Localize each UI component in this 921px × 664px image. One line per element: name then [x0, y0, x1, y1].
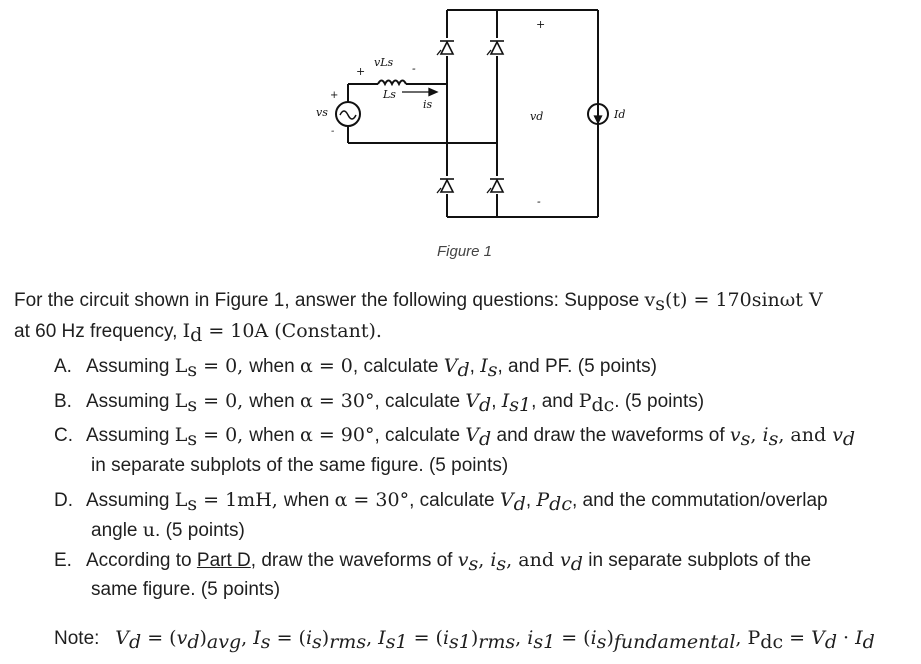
question-d: D.Assuming Ls = 1mH, when α = 30°, calcu… [54, 489, 828, 515]
label-vd-plus: + [536, 18, 545, 31]
label-vd: vd [530, 110, 543, 123]
label-vd-minus: - [537, 195, 541, 208]
thyristor-icon [436, 38, 455, 56]
thyristor-icon [486, 38, 505, 56]
question-c-line-2: in separate subplots of the same figure.… [91, 455, 509, 476]
thyristor-icon [486, 176, 505, 194]
thyristor-icon [436, 176, 455, 194]
intro-line-1: For the circuit shown in Figure 1, answe… [14, 289, 823, 315]
label-vs: vs [316, 106, 328, 119]
circuit-diagram: vLs + - Ls is vs + - vd + - Id [316, 9, 625, 218]
label-id: Id [613, 108, 625, 121]
part-d-link[interactable]: Part D [196, 550, 251, 571]
label-vs-plus: + [330, 90, 338, 101]
label-is: is [423, 98, 433, 111]
question-c: C.Assuming Ls = 0, when α = 90°, calcula… [54, 424, 856, 450]
question-e-line-2: same figure. (5 points) [91, 579, 281, 600]
label-ls: Ls [382, 88, 396, 101]
label-minus: - [412, 62, 416, 75]
intro-line-2: at 60 Hz frequency, Id = 10A (Constant). [14, 320, 382, 346]
question-e: E.According to Part D, draw the waveform… [54, 549, 812, 575]
label-vs-minus: - [331, 126, 335, 137]
question-a: A.Assuming Ls = 0, when α = 0, calculate… [54, 355, 657, 381]
label-vls: vLs [374, 56, 394, 69]
figure-caption: Figure 1 [437, 243, 493, 260]
question-d-line-2: angle u. (5 points) [91, 519, 245, 541]
note-line: Note: Vd = (vd)avg, Is = (is)rms, Is1 = … [54, 627, 875, 653]
label-plus: + [356, 65, 365, 78]
question-b: B.Assuming Ls = 0, when α = 30°, calcula… [54, 390, 705, 416]
